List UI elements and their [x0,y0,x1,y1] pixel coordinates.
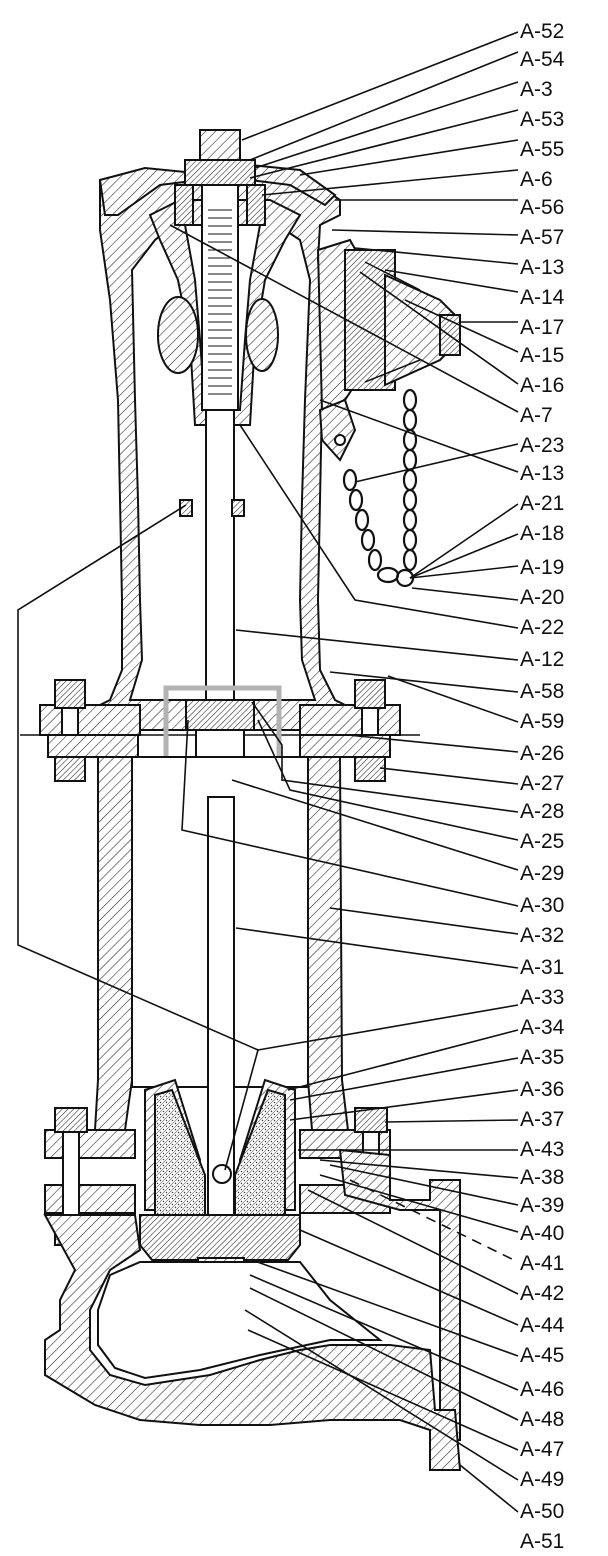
shoe-interior [97,1261,383,1380]
label-a-19: A-19 [520,556,564,579]
label-a-39: A-39 [520,1194,564,1217]
label-a-30: A-30 [520,894,564,917]
label-a-40: A-40 [520,1222,564,1245]
side-bulge [157,296,199,374]
label-a-48: A-48 [520,1408,564,1431]
label-a-12: A-12 [520,648,564,671]
label-a-44: A-44 [520,1314,565,1337]
label-a-20: A-20 [520,586,564,609]
label-a-37: A-37 [520,1108,564,1131]
label-a-16: A-16 [520,374,564,397]
label-a-14: A-14 [520,286,565,309]
label-a-26: A-26 [520,742,564,765]
label-a-57: A-57 [520,226,564,249]
label-a-47: A-47 [520,1438,564,1461]
hydrant-drawing [20,129,462,1471]
label-a-6: A-6 [520,168,553,191]
label-a-41: A-41 [520,1252,564,1275]
upper-flange-left [39,704,141,736]
chain-bracket-hole [334,434,346,446]
label-a-54: A-54 [520,48,565,71]
label-a-53: A-53 [520,108,564,131]
chain-bracket [318,398,357,462]
lower-flange-ring-right [299,734,391,758]
shoe-elbow [43,1214,462,1471]
label-a-17: A-17 [520,316,564,339]
label-a-27: A-27 [520,772,564,795]
label-a-15: A-15 [520,344,564,367]
nut-seal-left [174,184,194,226]
label-a-46: A-46 [520,1378,564,1401]
label-a-13: A-13 [520,256,564,279]
label-a-42: A-42 [520,1282,564,1305]
label-a-52: A-52 [520,20,564,43]
side-bulge-right [245,298,279,372]
upper-stem [205,409,235,711]
label-a-34: A-34 [520,1016,565,1039]
label-a-7: A-7 [520,404,553,427]
cap-thread-line [364,261,421,383]
main-valve-right [234,1088,286,1216]
label-a-36: A-36 [520,1078,564,1101]
label-a-59: A-59 [520,710,564,733]
label-a-33: A-33 [520,986,564,1009]
label-a-51: A-51 [520,1530,564,1553]
label-a-58: A-58 [520,680,564,703]
label-a-56: A-56 [520,196,564,219]
label-a-49: A-49 [520,1468,564,1491]
stem-pin-right [231,499,245,517]
bottom-flange-left [44,1129,136,1159]
part-labels: A-52 A-54 A-3 A-53 A-55 A-6 A-56 A-57 A-… [520,20,565,1553]
label-a-38: A-38 [520,1166,564,1189]
label-a-28: A-28 [520,800,564,823]
label-a-55: A-55 [520,138,564,161]
label-a-22: A-22 [520,616,564,639]
label-a-35: A-35 [520,1046,564,1069]
label-a-3: A-3 [520,78,553,101]
bottom-flange-lower-left [44,1184,136,1214]
label-a-25: A-25 [520,830,564,853]
label-a-18: A-18 [520,522,564,545]
main-valve-left [154,1088,206,1216]
stem-threads [208,209,232,395]
stem-coupling [185,699,255,731]
upper-flange-right [299,704,401,736]
label-a-29: A-29 [520,862,564,885]
nut-seal-right [246,184,266,226]
cap-chain [342,388,418,588]
label-a-31: A-31 [520,956,564,979]
label-a-32: A-32 [520,924,564,947]
nut-collar [184,159,256,186]
label-a-43: A-43 [520,1138,564,1161]
bottom-plate [139,1214,301,1261]
label-a-13b: A-13 [520,462,564,485]
label-a-45: A-45 [520,1344,564,1367]
label-a-23: A-23 [520,434,564,457]
label-a-21: A-21 [520,492,564,515]
drain-valve-hole [212,1164,232,1184]
lower-flange-ring-left [47,734,139,758]
lower-barrel-shell-left [93,756,133,1131]
leader-lines [17,31,519,1513]
label-a-50: A-50 [520,1500,564,1523]
